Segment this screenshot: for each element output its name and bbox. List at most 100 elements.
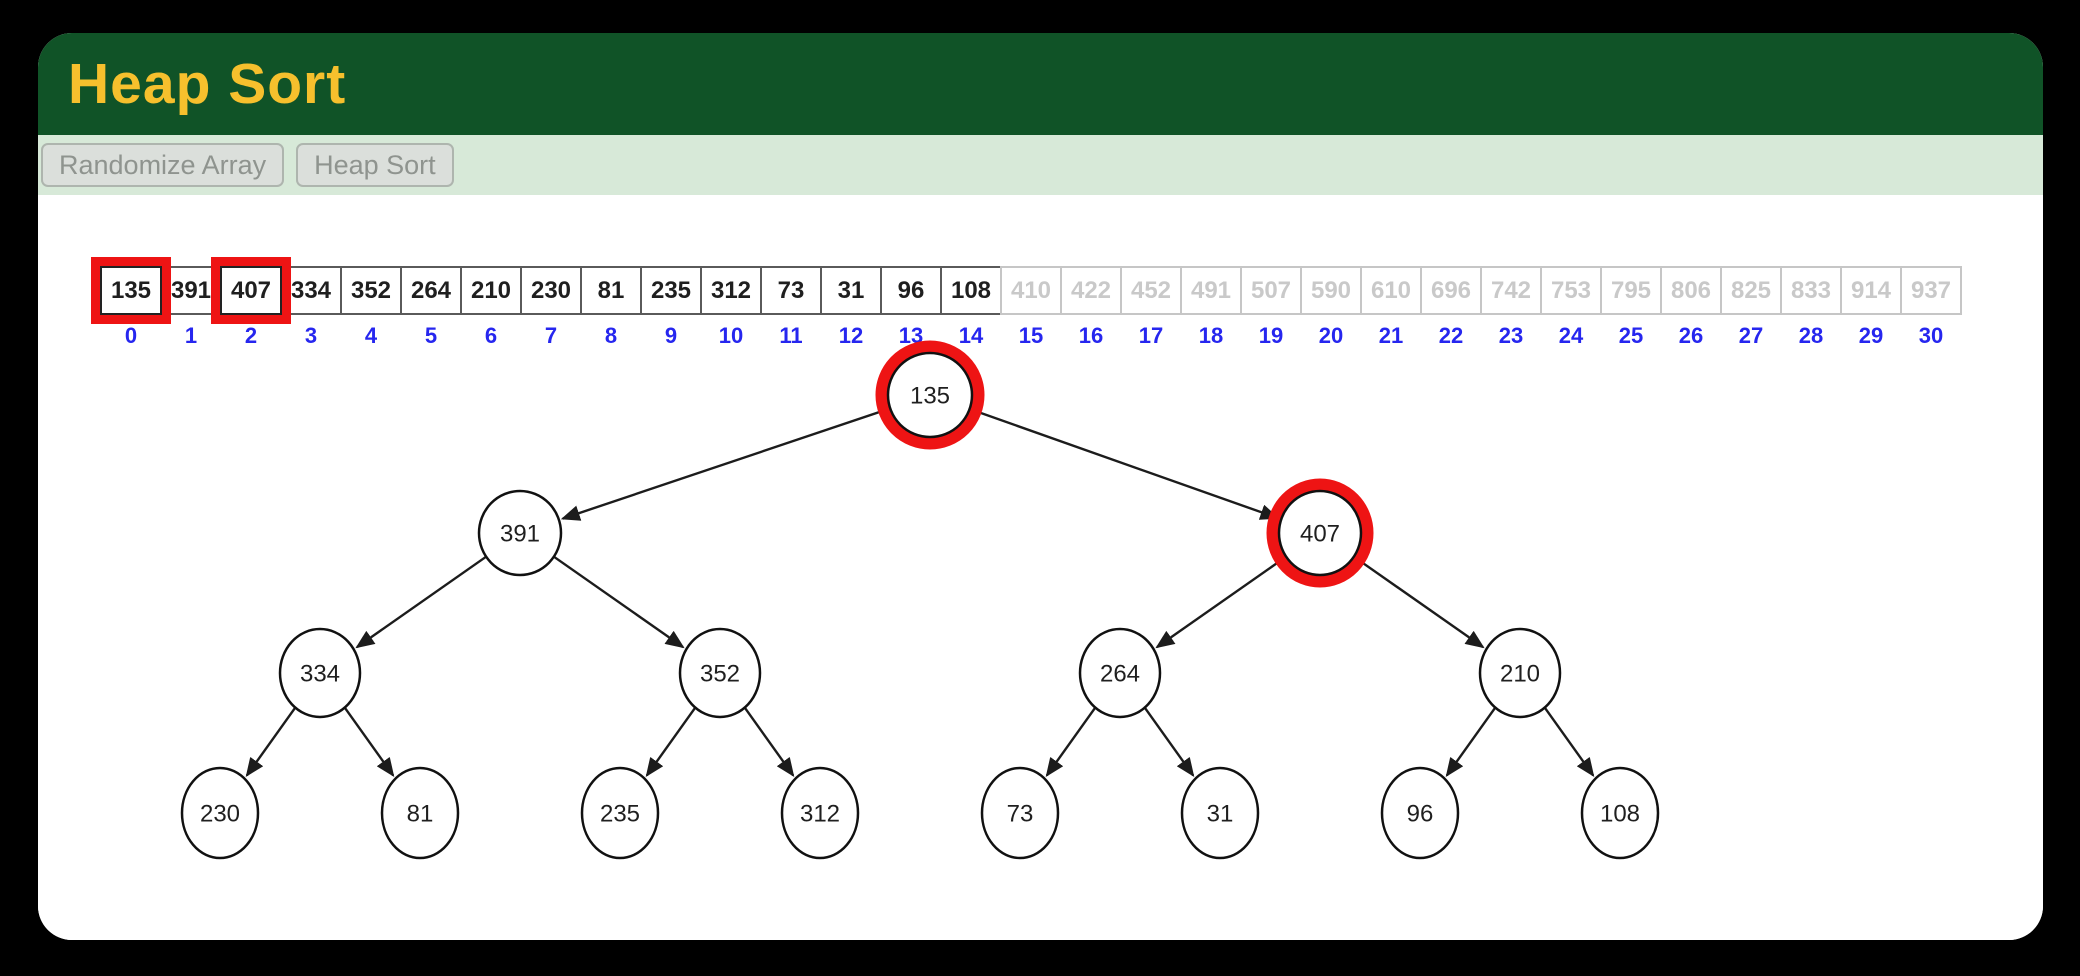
array-index-label: 2 [244, 323, 258, 348]
tree-node-value: 334 [300, 660, 340, 687]
array-cell: 491 [1180, 266, 1242, 315]
tree-node-circle [1380, 766, 1460, 860]
array-index-label: 26 [1678, 323, 1704, 348]
tree-node: 108 [1580, 766, 1660, 860]
array-cell: 352 [340, 266, 402, 315]
tree-node-value: 391 [500, 520, 540, 547]
heap-sort-button[interactable]: Heap Sort [296, 142, 454, 188]
array-cell: 391 [160, 266, 222, 315]
array-index-label: 24 [1558, 323, 1584, 348]
array-index-label: 4 [364, 323, 378, 348]
tree-node-value: 73 [1007, 800, 1034, 827]
array-index-label: 16 [1078, 323, 1104, 348]
array-index-label: 8 [604, 323, 618, 348]
tree-node-circle [678, 627, 762, 719]
app-header: Heap Sort [38, 33, 2043, 135]
array-index-label: 9 [664, 323, 678, 348]
array-index-label: 19 [1258, 323, 1284, 348]
page-title: Heap Sort [68, 52, 347, 116]
array-index-label: 11 [779, 323, 803, 348]
tree-node-circle [1580, 766, 1660, 860]
array-cell: 210 [460, 266, 522, 315]
tree-node-circle [180, 766, 260, 860]
tree-node-value: 31 [1207, 800, 1234, 827]
tree-node: 334 [278, 627, 362, 719]
tree-node-circle [1277, 489, 1363, 577]
tree-node-value: 96 [1407, 800, 1434, 827]
array-cell: 914 [1840, 266, 1902, 315]
array-index-label: 12 [838, 323, 864, 348]
tree-node: 31 [1180, 766, 1260, 860]
tree-node-highlighted: 407 [1266, 478, 1374, 588]
array-cell: 610 [1360, 266, 1422, 315]
tree-node: 73 [980, 766, 1060, 860]
array-cell: 696 [1420, 266, 1482, 315]
array-cell: 753 [1540, 266, 1602, 315]
tree-node: 81 [380, 766, 460, 860]
tree-node-circle [1478, 627, 1562, 719]
tree-node-circle [1078, 627, 1162, 719]
array-cell: 235 [640, 266, 702, 315]
array-index-label: 0 [124, 323, 138, 348]
tree-edge [1353, 555, 1485, 649]
tree-node-value: 352 [700, 660, 740, 687]
tree-node-value: 135 [910, 382, 950, 409]
array-index-label: 27 [1738, 323, 1764, 348]
array-index-label: 14 [958, 323, 984, 348]
tree-edge [245, 706, 297, 778]
randomize-array-button[interactable]: Randomize Array [41, 142, 285, 188]
tree-node: 264 [1078, 627, 1162, 719]
tree-node-circle [980, 766, 1060, 860]
tree-node-highlighted: 135 [875, 340, 985, 450]
array-index-label: 3 [304, 323, 318, 348]
array-cell: 833 [1780, 266, 1842, 315]
tree-node: 230 [180, 766, 260, 860]
array-index-label: 29 [1858, 323, 1884, 348]
array-index-label: 30 [1918, 323, 1944, 348]
array-cell: 452 [1120, 266, 1182, 315]
tree-node-value: 312 [800, 800, 840, 827]
tree-node-circle [780, 766, 860, 860]
array-cell: 795 [1600, 266, 1662, 315]
tree-node-circle [580, 766, 660, 860]
tree-edge [1143, 706, 1195, 778]
tree-node-value: 235 [600, 800, 640, 827]
tree-node-circle [477, 489, 563, 577]
array-cell: 422 [1060, 266, 1122, 315]
tree-node: 96 [1380, 766, 1460, 860]
array-index-label: 1 [184, 323, 198, 348]
tree-node-value: 210 [1500, 660, 1540, 687]
array-index-label: 25 [1618, 323, 1644, 348]
tree-edge [743, 706, 795, 778]
array-index-label: 7 [544, 323, 558, 348]
tree-edge [1045, 706, 1097, 778]
tree-node-value: 407 [1300, 520, 1340, 547]
array-cell: 806 [1660, 266, 1722, 315]
tree-node: 235 [580, 766, 660, 860]
array-cell: 230 [520, 266, 582, 315]
array-index-label: 15 [1018, 323, 1044, 348]
tree-node-circle [278, 627, 362, 719]
array-index-label: 21 [1378, 323, 1404, 348]
array-index-label: 5 [424, 323, 438, 348]
array-cell: 825 [1720, 266, 1782, 315]
toolbar: Randomize Array Heap Sort [38, 135, 2043, 195]
tree-node: 312 [780, 766, 860, 860]
tree-node-value: 264 [1100, 660, 1140, 687]
heap-tree: 135 391 407 334 352 264 210 230 81 235 312 73 31 96 10… [180, 340, 1660, 860]
highlight-ring [1266, 478, 1374, 588]
tree-node-value: 81 [407, 800, 434, 827]
array-index-label: 10 [718, 323, 744, 348]
array-cell: 407 [220, 266, 282, 315]
tree-edge [343, 706, 395, 778]
array-cell: 507 [1240, 266, 1302, 315]
array-index-label: 6 [484, 323, 498, 348]
tree-node-circle [380, 766, 460, 860]
array-index-label: 22 [1438, 323, 1464, 348]
